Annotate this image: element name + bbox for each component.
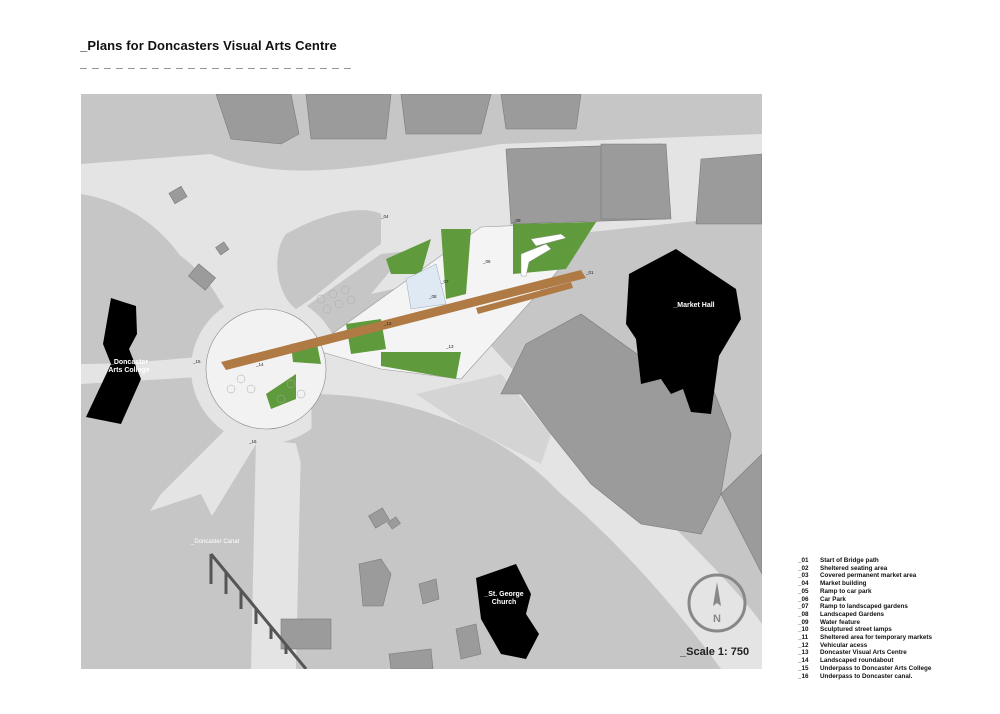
legend-number: _06: [798, 595, 809, 603]
landmark-buildings: [86, 249, 741, 659]
legend-number: _02: [798, 564, 809, 572]
st-george-church-building: [476, 564, 539, 659]
legend-text: Water feature: [820, 618, 861, 626]
page-title: _Plans for Doncasters Visual Arts Centre: [80, 38, 337, 53]
legend-number: _13: [798, 649, 809, 657]
plan-number-12: _12: [384, 321, 392, 326]
plan-number-06: _06: [483, 259, 491, 264]
legend-item: _05 Ramp to car park: [798, 588, 932, 596]
legend-text: Covered permanent market area: [820, 572, 917, 580]
development-site: [205, 221, 597, 430]
legend: _01 Start of Bridge path _02 Sheltered seat…: [798, 557, 932, 680]
legend-number: _15: [798, 664, 809, 672]
site-plan: _Doncaster Arts College _Market Hall _St…: [81, 94, 762, 669]
compass-letter: N: [713, 613, 721, 625]
legend-item: _11 Sheltered area for temporary markets: [798, 634, 932, 642]
legend-item: _09 Water feature: [798, 619, 932, 627]
legend-item: _16 Underpass to Doncaster canal.: [798, 673, 932, 681]
plan-number-16: _16: [249, 439, 257, 444]
legend-item: _07 Ramp to landscaped gardens: [798, 603, 932, 611]
site-plan-drawing: [81, 94, 762, 669]
legend-text: Start of Bridge path: [820, 557, 879, 564]
legend-number: _01: [798, 557, 809, 564]
legend-number: _10: [798, 626, 809, 634]
legend-number: _16: [798, 672, 809, 680]
legend-number: _04: [798, 580, 809, 588]
market-hall-label: _Market Hall: [673, 302, 715, 309]
canal-structure: [209, 553, 308, 669]
plan-number-07: _07: [441, 279, 449, 284]
plan-number-15: _15: [193, 359, 201, 364]
legend-number: _08: [798, 610, 809, 618]
title-underline: _ _ _ _ _ _ _ _ _ _ _ _ _ _ _ _ _ _ _ _ …: [80, 56, 352, 70]
arts-college-label: _Doncaster Arts College: [108, 359, 150, 374]
legend-item: _03 Covered permanent market area: [798, 572, 932, 580]
legend-text: Underpass to Doncaster Arts College: [820, 664, 932, 672]
legend-text: Vehicular acess: [820, 641, 868, 649]
legend-text: Ramp to car park: [820, 587, 872, 595]
canal-label: _Doncaster Canal: [191, 539, 240, 545]
plan-number-08: _08: [429, 294, 437, 299]
legend-item: _14 Landscaped roundabout: [798, 657, 932, 665]
market-hall-building: [626, 249, 741, 414]
legend-item: _10 Sculptured street lamps: [798, 626, 932, 634]
plan-number-13: _13: [446, 344, 454, 349]
legend-item: _06 Car Park: [798, 596, 932, 604]
legend-item: _08 Landscaped Gardens: [798, 611, 932, 619]
arts-college-building: [86, 298, 141, 424]
legend-text: Car Park: [820, 595, 846, 603]
legend-text: Sculptured street lamps: [820, 626, 892, 634]
legend-number: _07: [798, 603, 809, 611]
legend-text: Sheltered seating area: [820, 564, 888, 572]
legend-item: _04 Market building: [798, 580, 932, 588]
seating-area: [226, 285, 356, 404]
legend-text: Sheltered area for temporary markets: [820, 634, 932, 642]
legend-text: Underpass to Doncaster canal.: [820, 672, 913, 680]
islands: [81, 194, 701, 669]
legend-number: _09: [798, 618, 809, 626]
legend-text: Doncaster Visual Arts Centre: [820, 649, 907, 657]
plan-number-01: _01: [586, 270, 594, 275]
legend-number: _03: [798, 572, 809, 580]
st-george-label: _St. George Church: [484, 591, 524, 606]
scale-label: _Scale 1: 750: [680, 646, 750, 658]
legend-item: _02 Sheltered seating area: [798, 565, 932, 573]
plan-number-09: _09: [513, 218, 521, 223]
legend-number: _11: [798, 634, 809, 642]
legend-item: _01 Start of Bridge path: [798, 557, 932, 565]
legend-item: _12 Vehicular acess: [798, 642, 932, 650]
legend-text: Landscaped Gardens: [820, 610, 885, 618]
legend-number: _05: [798, 587, 809, 595]
plan-number-14: _14: [256, 362, 264, 367]
plan-number-04: _04: [381, 214, 389, 219]
north-compass: N: [686, 572, 748, 634]
compass-icon: N: [687, 573, 747, 633]
legend-text: Landscaped roundabout: [820, 657, 894, 665]
legend-number: _12: [798, 641, 809, 649]
legend-item: _15 Underpass to Doncaster Arts College: [798, 665, 932, 673]
legend-number: _14: [798, 657, 809, 665]
legend-text: Market building: [820, 580, 867, 588]
legend-text: Ramp to landscaped gardens: [820, 603, 908, 611]
legend-item: _13 Doncaster Visual Arts Centre: [798, 649, 932, 657]
